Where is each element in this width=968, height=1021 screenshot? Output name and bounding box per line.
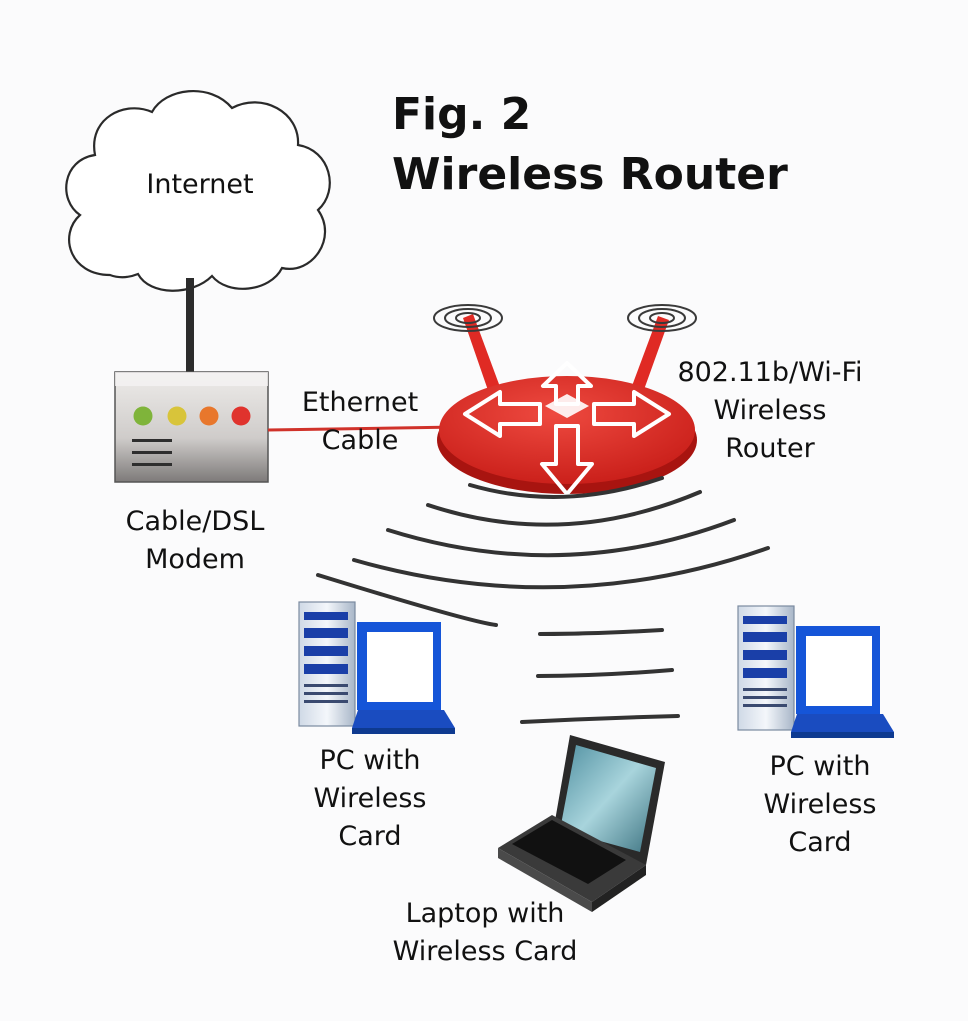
router-label: 802.11b/Wi-Fi Wireless Router (665, 354, 875, 468)
cable-dsl-modem-icon (114, 371, 269, 483)
modem-label-line-1: Cable/DSL (125, 506, 265, 537)
internet-cloud-icon (65, 89, 331, 292)
modem-label: Cable/DSL Modem (100, 503, 290, 579)
internet-label: Internet (146, 169, 254, 200)
ethernet-cable-label: Ethernet Cable (280, 384, 440, 460)
pc-left-label-line-3: Card (338, 821, 402, 852)
wireless-signal-waves (316, 476, 770, 724)
pc-left-label-line-2: Wireless (313, 783, 427, 814)
router-label-line-2: Wireless (713, 395, 827, 426)
laptop-label-line-2: Wireless Card (392, 936, 578, 967)
router-label-line-1: 802.11b/Wi-Fi (677, 357, 863, 388)
pc-left-icon (298, 601, 455, 734)
pc-right-label: PC with Wireless Card (745, 748, 895, 862)
wireless-router-icon (437, 361, 697, 496)
figure-number: Fig. 2 (392, 89, 532, 140)
pc-right-label-line-2: Wireless (763, 789, 877, 820)
laptop-label: Laptop with Wireless Card (375, 895, 595, 971)
pc-left-label-line-1: PC with (319, 745, 421, 776)
laptop-icon (498, 735, 665, 912)
modem-label-line-2: Modem (145, 544, 245, 575)
pc-right-label-line-1: PC with (769, 751, 871, 782)
antenna-right-icon (627, 304, 697, 398)
ethernet-label-line-2: Cable (321, 425, 399, 456)
router-label-line-3: Router (725, 433, 815, 464)
ethernet-cable-line (267, 425, 459, 432)
led-yellow-icon (167, 406, 187, 426)
antenna-left-icon (433, 304, 503, 399)
led-red-icon (231, 406, 251, 426)
pc-left-label: PC with Wireless Card (295, 742, 445, 856)
internet-link-cable (186, 278, 194, 372)
laptop-label-line-1: Laptop with (405, 898, 565, 929)
page-title: Wireless Router (392, 149, 788, 200)
pc-right-label-line-3: Card (788, 827, 852, 858)
ethernet-label-line-1: Ethernet (301, 387, 419, 418)
pc-right-icon (737, 605, 894, 738)
led-orange-icon (199, 406, 219, 426)
led-green-icon (133, 406, 153, 426)
